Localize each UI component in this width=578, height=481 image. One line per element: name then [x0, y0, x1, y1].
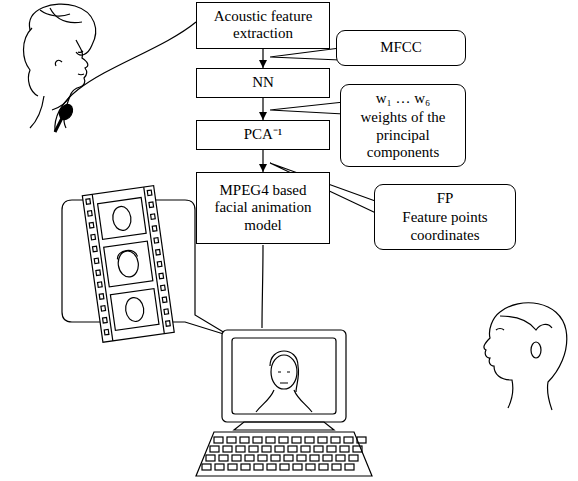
flow-arrow — [262, 98, 263, 120]
node-label: MFCC — [343, 39, 459, 56]
flow-arrow — [262, 150, 263, 172]
callout-pointer — [270, 48, 340, 60]
flow-arrow — [262, 49, 263, 69]
process-box: Acoustic feature extraction — [196, 2, 330, 49]
callout-bubble: MFCC — [336, 30, 466, 66]
node-label: weights of the principal components — [347, 109, 459, 161]
callout-bubble: FP Feature points coordinates — [374, 184, 516, 250]
listener-man — [484, 303, 567, 410]
node-label: Acoustic feature extraction — [203, 8, 323, 43]
node-label: MPEG4 based facial animation model — [203, 182, 323, 234]
node-label: FP — [381, 190, 509, 207]
node-label: PCA⁻¹ — [203, 126, 323, 143]
process-box: PCA⁻¹ — [196, 120, 330, 150]
speaker-woman — [24, 4, 197, 132]
process-box: NN — [196, 68, 330, 98]
computer — [196, 245, 372, 476]
node-label: w₁ … w₆ — [347, 90, 459, 107]
process-box: MPEG4 based facial animation model — [196, 172, 330, 244]
node-label: NN — [203, 74, 323, 91]
callout-pointer — [270, 102, 344, 114]
node-label: Feature points coordinates — [381, 209, 509, 244]
callout-bubble: w₁ … w₆ weights of the principal componen… — [340, 84, 466, 167]
